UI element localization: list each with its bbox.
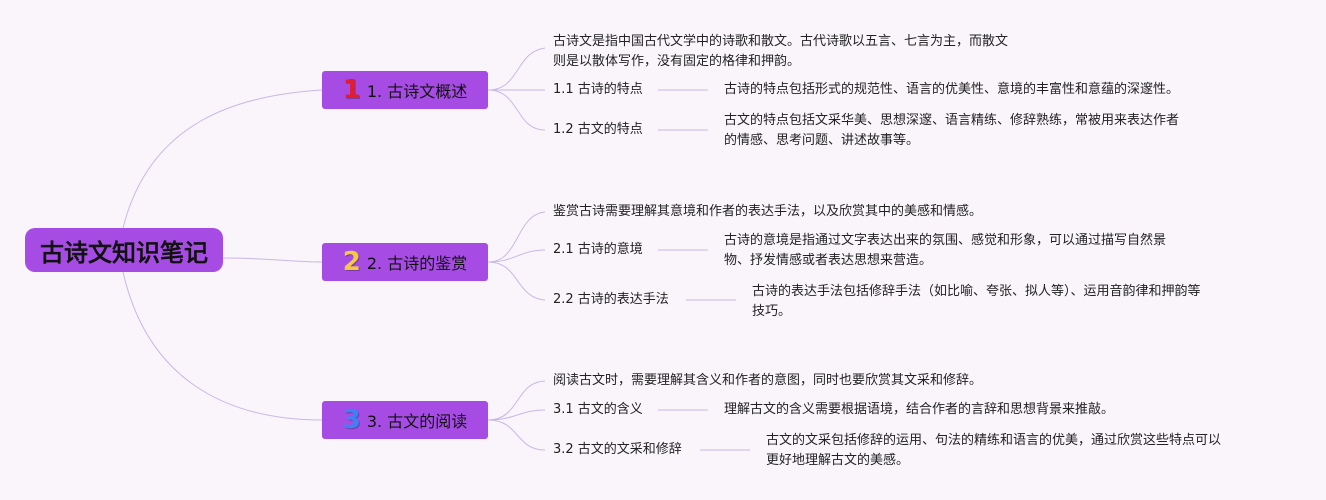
- root-title: 古诗文知识笔记: [40, 238, 208, 267]
- connector-b2-summary: [487, 211, 546, 263]
- connector-b3-c1: [487, 409, 546, 421]
- branch-node-1[interactable]: 1 1. 古诗文概述: [322, 71, 488, 109]
- child-desc: 古文的特点包括文采华美、思想深邃、语言精练、修辞熟练，常被用来表达作者 的情感、…: [724, 113, 1180, 148]
- branch-summary: 鉴赏古诗需要理解其意境和作者的表达手法，以及欣赏其中的美感和情感。: [553, 204, 983, 219]
- child-desc: 古诗的意境是指通过文字表达出来的氛围、感觉和形象，可以通过描写自然景 物、抒发情…: [724, 233, 1167, 268]
- child-desc: 理解古文的含义需要根据语境，结合作者的言辞和思想背景来推敲。: [724, 402, 1115, 417]
- connector-b3-summary: [487, 380, 546, 421]
- child-label[interactable]: 3.2 古文的文采和修辞: [553, 442, 682, 457]
- child-desc: 古诗的特点包括形式的规范性、语言的优美性、意境的丰富性和意蕴的深邃性。: [724, 82, 1180, 97]
- child-desc: 古诗的表达手法包括修辞手法（如比喻、夸张、拟人等）、运用音韵律和押韵等 技巧。: [752, 284, 1201, 319]
- connector-root-branch-1: [122, 89, 323, 229]
- root-node[interactable]: 古诗文知识笔记: [25, 228, 223, 272]
- connector-b3-c2: [487, 419, 546, 451]
- connector-b2-c1: [487, 249, 546, 263]
- number-3-icon: 3: [342, 405, 361, 435]
- child-label[interactable]: 1.1 古诗的特点: [553, 82, 643, 97]
- branch-title: 2. 古诗的鉴赏: [366, 254, 468, 273]
- branch-node-3[interactable]: 3 3. 古文的阅读: [322, 401, 488, 439]
- connector-b1-c2: [487, 89, 546, 131]
- child-label[interactable]: 2.1 古诗的意境: [553, 242, 643, 257]
- child-label[interactable]: 3.1 古文的含义: [553, 402, 643, 417]
- child-desc: 古文的文采包括修辞的运用、句法的精练和语言的优美，通过欣赏这些特点可以 更好地理…: [766, 433, 1222, 468]
- branch-title: 1. 古诗文概述: [366, 82, 468, 101]
- branch-title: 3. 古文的阅读: [366, 412, 468, 431]
- number-2-icon: 2: [342, 247, 361, 277]
- branch-summary: 古诗文是指中国古代文学中的诗歌和散文。古代诗歌以五言、七言为主，而散文 则是以散…: [553, 34, 1009, 69]
- branch-summary: 阅读古文时，需要理解其含义和作者的意图，同时也要欣赏其文采和修辞。: [553, 373, 983, 388]
- connector-root-branch-3: [122, 271, 323, 421]
- child-label[interactable]: 2.2 古诗的表达手法: [553, 292, 669, 307]
- connector-b1-summary: [487, 47, 546, 91]
- number-1-icon: 1: [342, 75, 361, 105]
- child-label[interactable]: 1.2 古文的特点: [553, 122, 643, 137]
- connector-root-branch-2: [222, 257, 323, 263]
- branch-node-2[interactable]: 2 2. 古诗的鉴赏: [322, 243, 488, 281]
- connector-b2-c2: [487, 261, 546, 301]
